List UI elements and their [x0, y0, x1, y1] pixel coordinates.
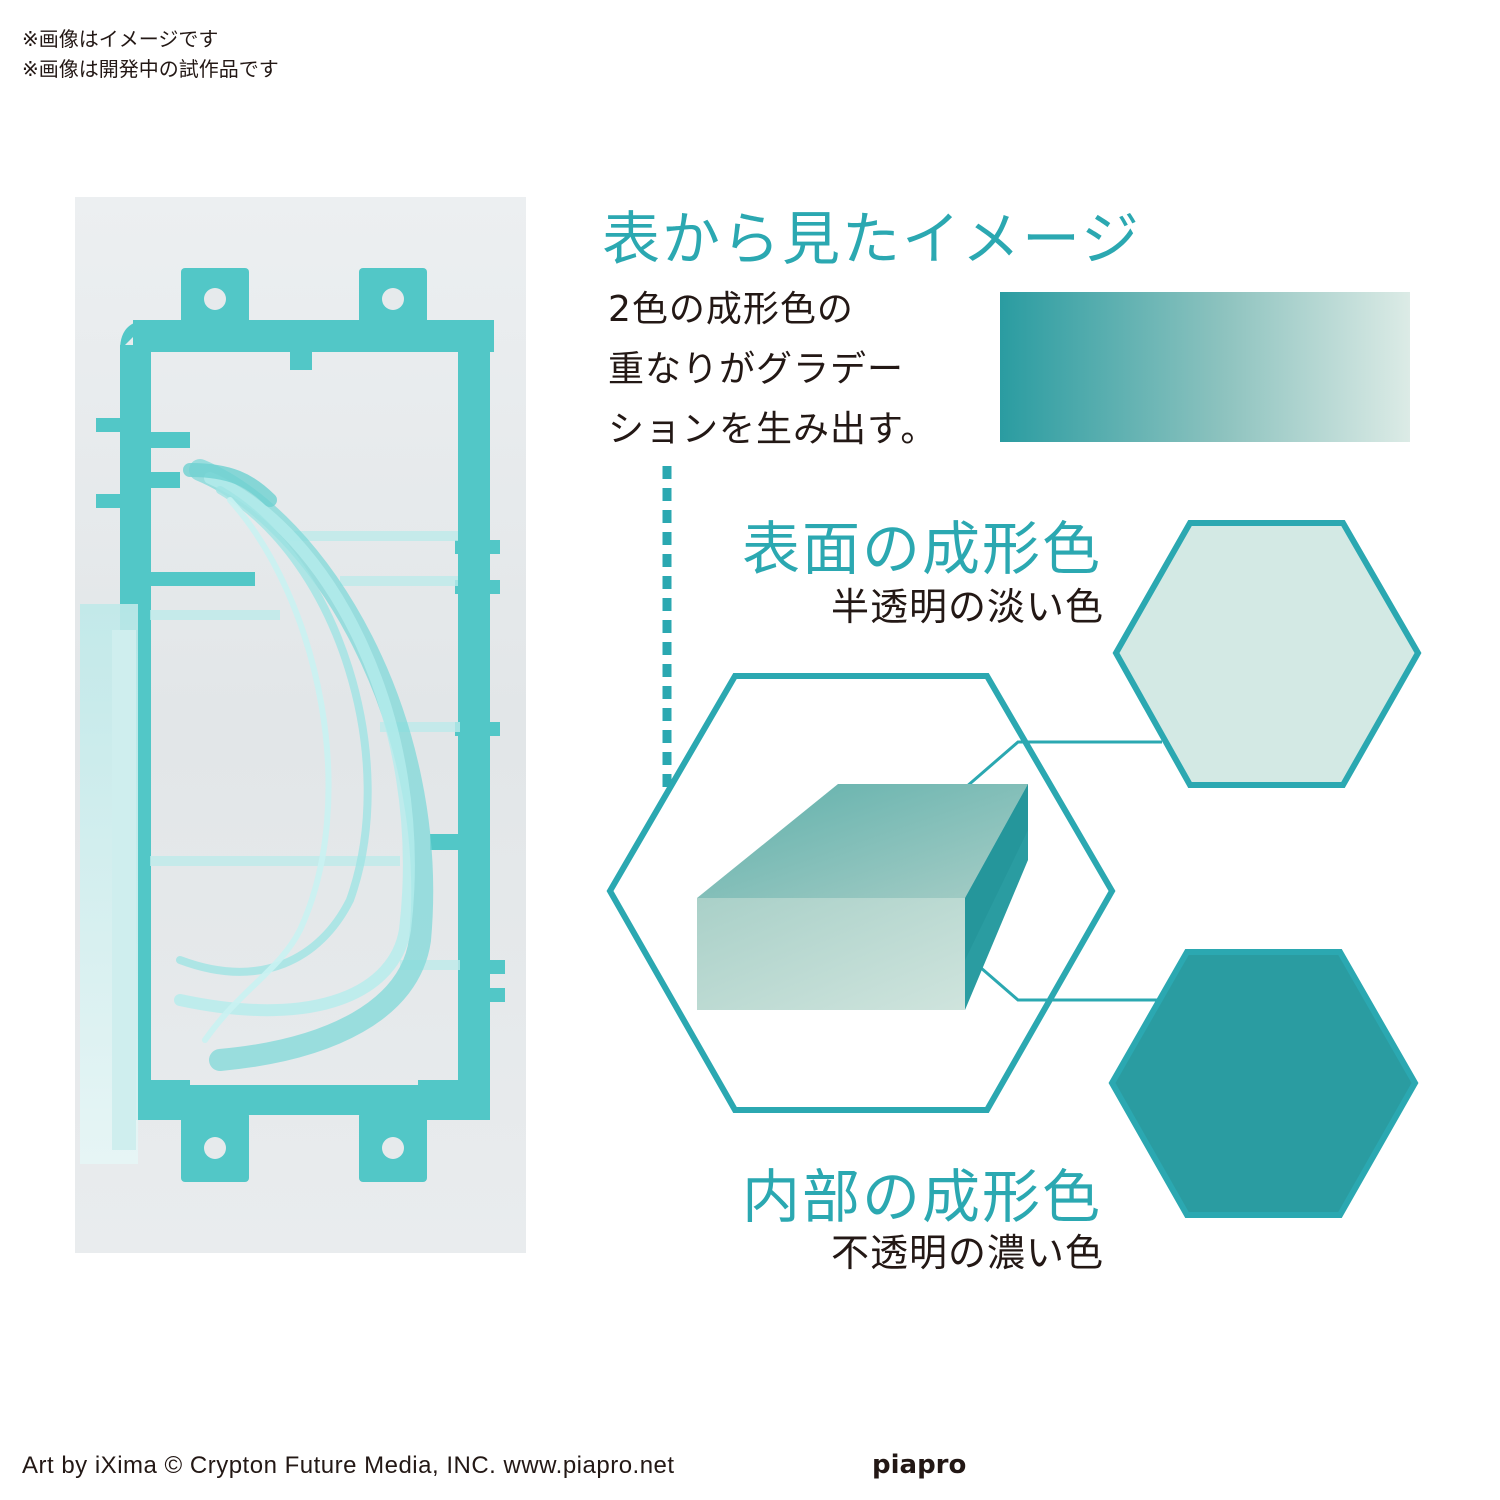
- copyright-credit: Art by iXima © Crypton Future Media, INC…: [22, 1452, 675, 1479]
- surface-color-hexagon: [1112, 520, 1422, 788]
- inner-color-subtitle: 不透明の濃い色: [830, 1231, 1104, 1275]
- molded-block: [697, 784, 1028, 1010]
- image-note: ※画像はイメージです: [22, 27, 219, 51]
- piapro-logo: piapro: [872, 1450, 967, 1480]
- description-line: 2色の成形色の: [608, 289, 854, 330]
- inner-color-hexagon: [1108, 949, 1419, 1218]
- gradient-swatch: [1000, 292, 1410, 442]
- inner-color-title: 内部の成形色: [741, 1163, 1102, 1231]
- surface-color-subtitle: 半透明の淡い色: [830, 585, 1104, 629]
- clear-hair-part: [174, 459, 434, 1071]
- description-line: 重なりがグラデー: [608, 349, 905, 390]
- surface-color-title: 表面の成形色: [741, 515, 1102, 583]
- prototype-note: ※画像は開発中の試作品です: [22, 57, 279, 81]
- runner-frame: [80, 268, 505, 1182]
- headline: 表から見たイメージ: [602, 205, 1141, 273]
- description-line: ションを生み出す。: [608, 409, 938, 450]
